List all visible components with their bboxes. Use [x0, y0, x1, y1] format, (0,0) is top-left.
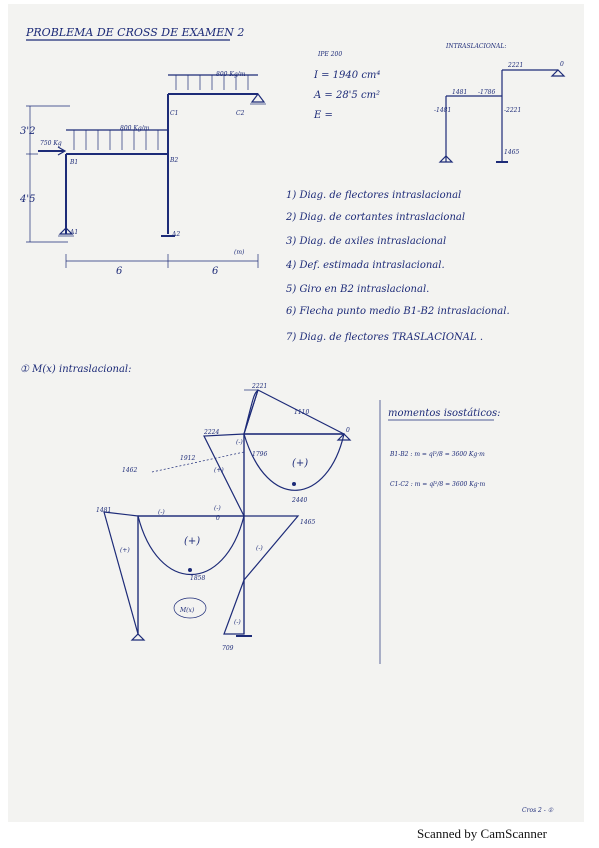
task-list: 1) Diag. de flectores intraslacional 2) … [285, 190, 510, 343]
section-properties: IPE 200 I = 1940 cm⁴ A = 28'5 cm² E = [313, 51, 380, 121]
svg-text:1796: 1796 [252, 451, 267, 458]
task-4: 4) Def. estimada intraslacional. [285, 260, 445, 271]
svg-text:(+): (+) [120, 547, 130, 554]
svg-text:(-): (-) [234, 619, 241, 626]
height-bottom-label: 4'5 [19, 194, 35, 205]
svg-text:1858: 1858 [190, 575, 205, 582]
node-a1: A1 [69, 229, 78, 236]
svg-text:2440: 2440 [291, 497, 307, 504]
point-load-label: 750 Kg [40, 140, 62, 147]
svg-text:1465: 1465 [300, 519, 315, 526]
task-3: 3) Diag. de axiles intraslacional [286, 236, 446, 247]
momentos-isostaticos: momentos isostáticos: B1-B2 : m = ql²/8 … [388, 408, 501, 488]
mx-label: M(x) [179, 607, 195, 614]
inertia: I = 1940 cm⁴ [313, 70, 380, 81]
svg-text:(-): (-) [158, 509, 165, 516]
task-7: 7) Diag. de flectores TRASLACIONAL . [286, 332, 483, 343]
svg-text:2224: 2224 [203, 429, 219, 436]
svg-text:(+): (+) [292, 458, 308, 469]
page-number: Cros 2 - ① [522, 807, 554, 814]
span1-label: 6 [116, 266, 123, 277]
area: A = 28'5 cm² [313, 90, 380, 101]
node-b2: B2 [169, 157, 178, 164]
section-name: IPE 200 [317, 51, 342, 58]
task-6: 6) Flecha punto medio B1-B2 intraslacion… [286, 306, 510, 317]
load-label-b1b2: 800 Kg/m [120, 125, 150, 132]
svg-text:(+): (+) [214, 467, 224, 474]
structure-sketch: 800 Kg/m 800 Kg/m 750 Kg 3'2 4'5 6 6 (m)… [19, 71, 266, 277]
scanner-watermark: Scanned by CamScanner [417, 826, 547, 841]
load-label-c1c2: 800 Kg/m [216, 71, 246, 78]
span2-label: 6 [212, 266, 219, 277]
svg-text:0: 0 [346, 427, 350, 434]
node-b1: B1 [69, 159, 78, 166]
svg-text:2221: 2221 [251, 383, 267, 390]
svg-text:1481: 1481 [96, 507, 111, 514]
height-top-label: 3'2 [20, 126, 35, 137]
svg-text:1465: 1465 [504, 149, 519, 156]
svg-text:(-): (-) [214, 505, 221, 512]
svg-text:(-): (-) [256, 545, 263, 552]
section1-heading: ① M(x) intraslacional: [20, 364, 131, 375]
svg-text:1110: 1110 [294, 409, 309, 416]
svg-text:709: 709 [222, 645, 234, 652]
svg-text:1462: 1462 [122, 467, 137, 474]
scanned-sheet: PROBLEMA DE CROSS DE EXAMEN 2 [8, 4, 584, 822]
svg-text:1912: 1912 [180, 455, 195, 462]
svg-text:0: 0 [560, 61, 564, 68]
svg-text:-2221: -2221 [504, 107, 521, 114]
node-a2: A2 [171, 231, 180, 238]
intraslacional-heading: INTRASLACIONAL: [445, 43, 506, 50]
moment-diagram: 2221 1110 2224 1912 1796 1462 2440 1481 … [96, 383, 352, 652]
node-c2: C2 [236, 110, 245, 117]
modulus: E = [313, 110, 333, 121]
svg-text:-1786: -1786 [478, 89, 495, 96]
svg-text:(-): (-) [236, 439, 243, 446]
units-label: (m) [234, 249, 245, 256]
node-c1: C1 [170, 110, 178, 117]
isostatic-eq1: B1-B2 : m = ql²/8 = 3600 Kg·m [389, 451, 485, 458]
isostatic-heading: momentos isostáticos: [388, 408, 501, 419]
isostatic-eq2: C1-C2 : m = ql²/8 = 3600 Kg·m [390, 481, 485, 488]
svg-text:(+): (+) [184, 536, 200, 547]
task-1: 1) Diag. de flectores intraslacional [286, 190, 461, 201]
svg-text:1481: 1481 [452, 89, 467, 96]
task-5: 5) Giro en B2 intraslacional. [286, 284, 429, 295]
svg-text:-1481: -1481 [434, 107, 451, 114]
page-title: PROBLEMA DE CROSS DE EXAMEN 2 [25, 26, 244, 39]
intraslacional-sketch: INTRASLACIONAL: 2221 1481 -1786 -1481 -2… [434, 43, 566, 163]
handwritten-drawing: PROBLEMA DE CROSS DE EXAMEN 2 [19, 26, 566, 814]
svg-text:0: 0 [216, 515, 220, 522]
task-2: 2) Diag. de cortantes intraslacional [285, 212, 465, 223]
svg-text:2221: 2221 [507, 62, 523, 69]
